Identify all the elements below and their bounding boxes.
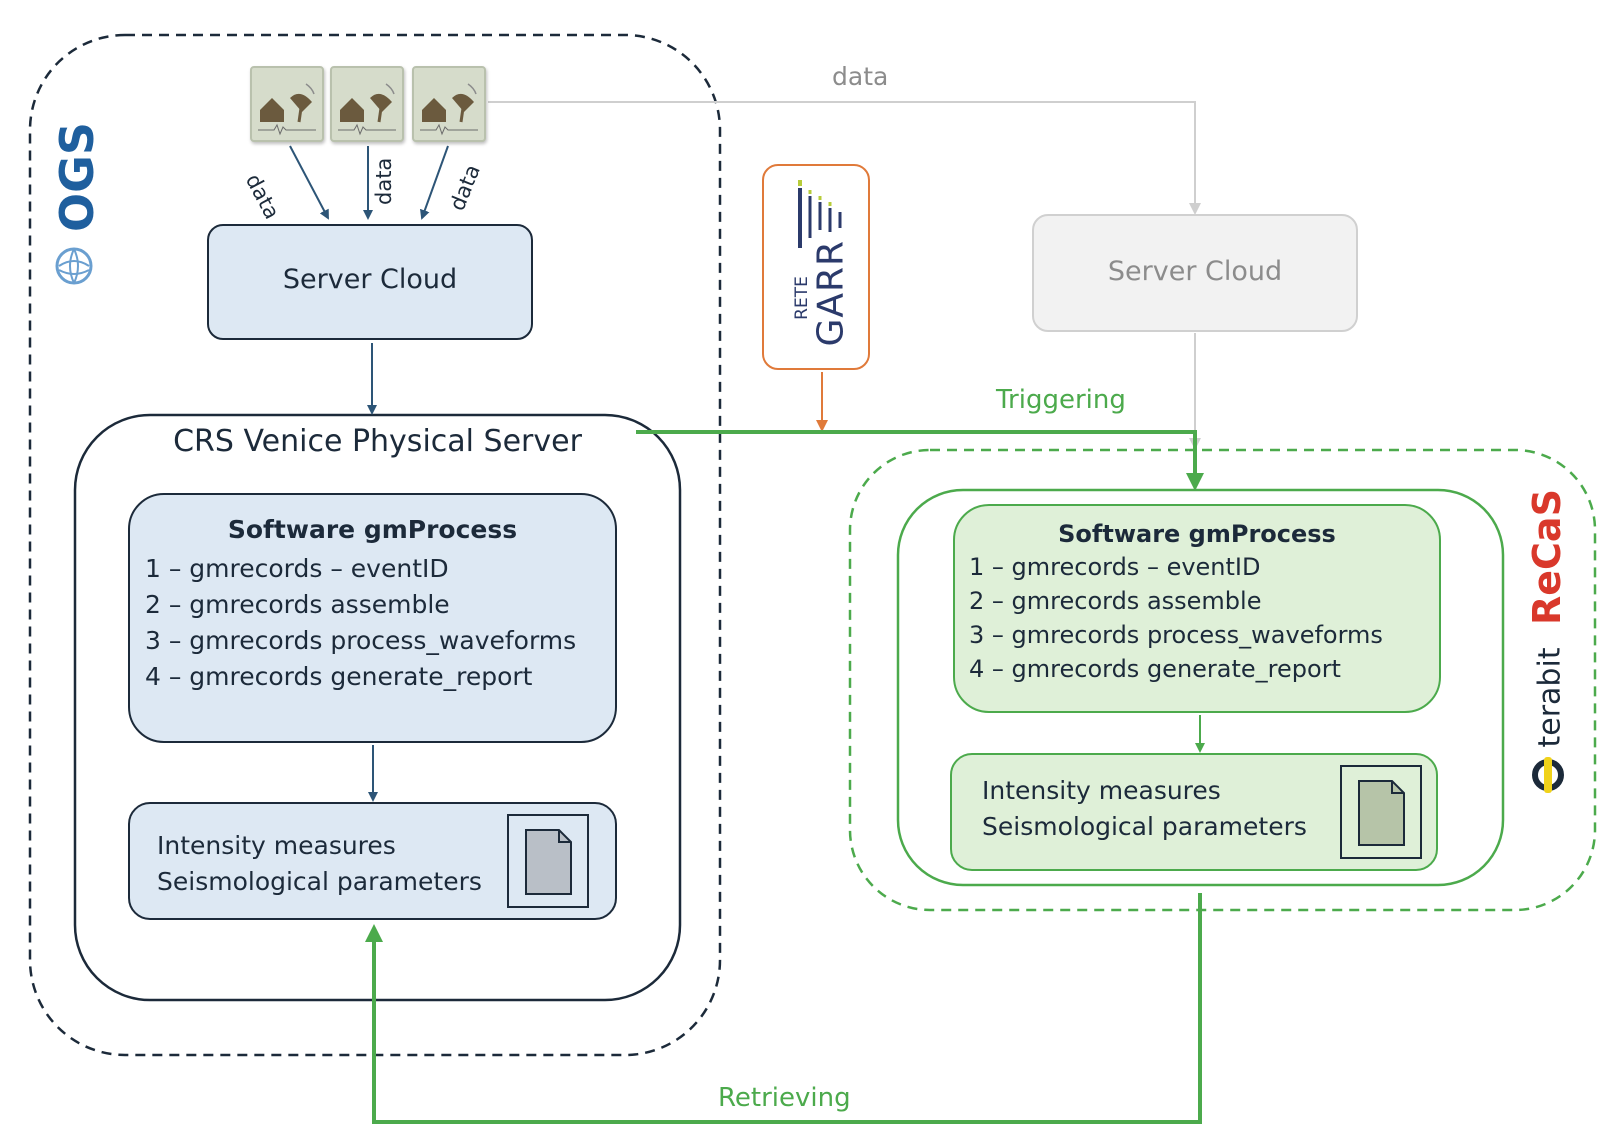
recas-software-box: Software gmProcess 1 – gmrecords – event…	[953, 504, 1441, 713]
recas-output-line-1: Intensity measures	[982, 776, 1221, 805]
recas-software-step: 4 – gmrecords generate_report	[969, 655, 1341, 683]
retrieving-label: Retrieving	[718, 1083, 851, 1113]
garr-network-box: RETE GARR	[762, 164, 870, 370]
terabit-logo-text: terabit	[1532, 647, 1568, 748]
ogs-output-box: Intensity measures Seismological paramet…	[128, 802, 617, 920]
recas-software-step: 2 – gmrecords assemble	[969, 587, 1262, 615]
garr-rete-text: RETE	[792, 276, 812, 320]
seismic-station-icon	[412, 66, 486, 142]
ogs-software-step: 4 – gmrecords generate_report	[145, 662, 533, 691]
triggering-path	[636, 430, 1204, 491]
ogs-server-cloud-label: Server Cloud	[282, 264, 458, 295]
seismic-station-icon	[330, 66, 404, 142]
ogs-logo-text: OGS	[50, 122, 104, 232]
top-data-label: data	[832, 62, 889, 91]
retrieving-path	[365, 893, 1202, 1124]
recas-output-line-2: Seismological parameters	[982, 812, 1307, 841]
triggering-label: Triggering	[996, 385, 1126, 415]
recas-server-cloud-box: Server Cloud	[1032, 214, 1358, 332]
garr-logo-text: GARR	[810, 239, 852, 347]
recas-server-cloud-label: Server Cloud	[1107, 256, 1283, 287]
ogs-server-cloud-box: Server Cloud	[207, 224, 533, 340]
ogs-software-step: 1 – gmrecords – eventID	[145, 554, 449, 583]
recas-software-title: Software gmProcess	[1058, 520, 1336, 548]
ogs-software-title: Software gmProcess	[227, 515, 518, 544]
recas-software-step: 1 – gmrecords – eventID	[969, 553, 1261, 581]
station-data-label-2: data	[372, 157, 396, 205]
ogs-output-line-1: Intensity measures	[157, 831, 396, 860]
recas-logo-text: ReCaS	[1525, 489, 1569, 625]
recas-output-box: Intensity measures Seismological paramet…	[950, 753, 1438, 871]
crs-server-title: CRS Venice Physical Server	[173, 424, 582, 459]
recas-region-frame	[848, 448, 1597, 912]
ogs-software-step: 3 – gmrecords process_waveforms	[145, 626, 577, 655]
station-arrow-3	[420, 145, 449, 220]
recas-document-icon-frame	[1340, 765, 1422, 859]
ogs-output-line-2: Seismological parameters	[157, 867, 482, 896]
document-icon	[1358, 780, 1405, 846]
recas-software-step: 3 – gmrecords process_waveforms	[969, 621, 1383, 649]
ogs-document-icon-frame	[507, 814, 589, 908]
ogs-software-step: 2 – gmrecords assemble	[145, 590, 450, 619]
seismic-station-icon	[250, 66, 324, 142]
ogs-software-box: Software gmProcess 1 – gmrecords – event…	[128, 493, 617, 743]
station-arrow-1	[289, 145, 329, 220]
document-icon	[525, 829, 572, 895]
data-line-to-recas-cloud	[488, 101, 1201, 215]
garr-bars-icon	[798, 180, 842, 248]
terabit-logo-icon	[1532, 757, 1564, 793]
ogs-globe-icon	[55, 247, 93, 285]
